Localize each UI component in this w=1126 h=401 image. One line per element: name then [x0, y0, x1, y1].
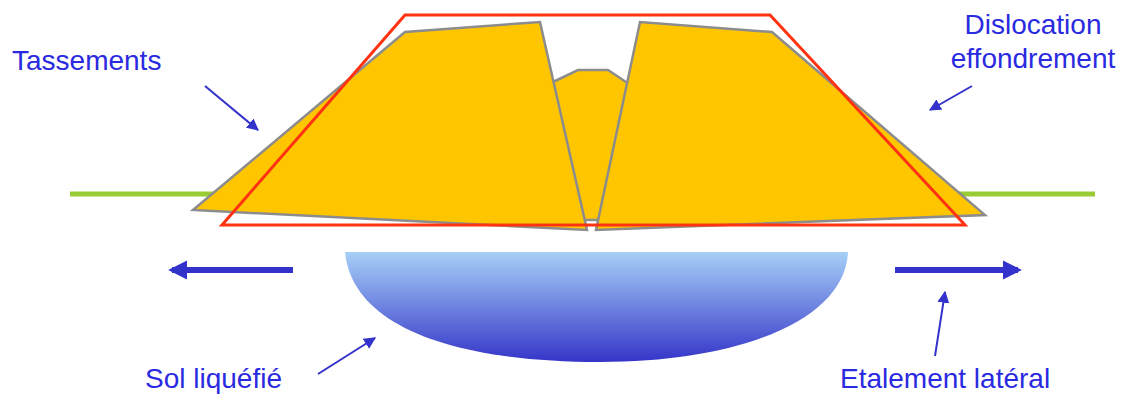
leader-line	[930, 86, 972, 110]
liquefied-soil	[345, 252, 848, 362]
leader-line	[205, 86, 258, 130]
leader-line	[935, 292, 945, 356]
right-block	[596, 22, 985, 230]
callout-label: Sol liquéfié	[145, 362, 282, 396]
callout-label: Dislocation effondrement	[948, 8, 1118, 75]
callout-label: Etalement latéral	[840, 362, 1050, 396]
callout-label: Tassements	[12, 44, 161, 78]
left-block	[193, 22, 587, 230]
spread-arrow	[172, 267, 293, 273]
original-profile	[222, 15, 965, 225]
leader-line	[318, 338, 375, 374]
spread-arrow	[895, 267, 1018, 273]
